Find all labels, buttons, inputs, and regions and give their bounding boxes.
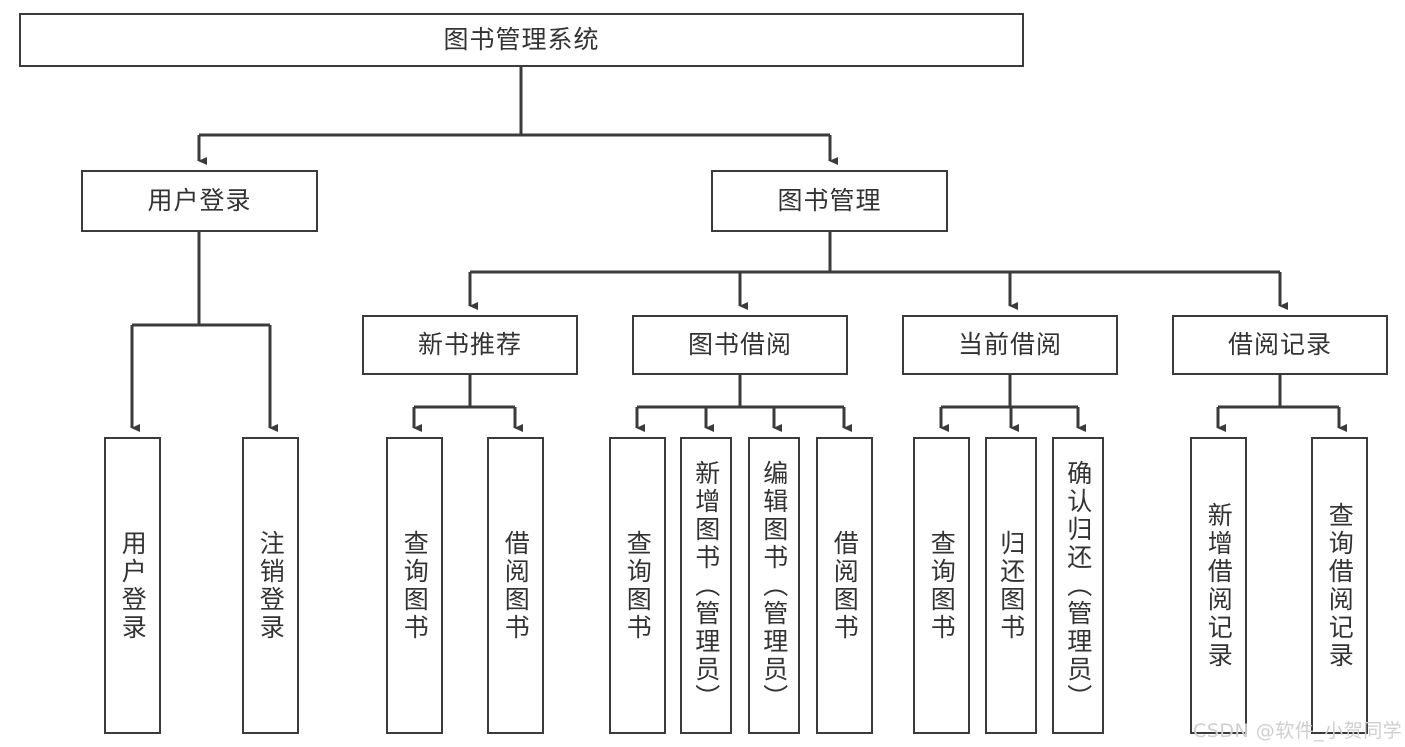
node-leaf-return-book-label: 归还图书	[996, 529, 1026, 642]
csdn-watermark: CSDN @软件_小贺同学	[1193, 720, 1403, 742]
node-borrow-record-label: 借阅记录	[1227, 330, 1332, 360]
node-borrow-record[interactable]: 借阅记录	[1172, 315, 1388, 375]
node-root[interactable]: 图书管理系统	[19, 13, 1024, 67]
node-leaf-edit-book-admin-label: 编辑图书（管理员）	[759, 459, 789, 712]
node-leaf-query-borrow-record-label: 查询借阅记录	[1325, 501, 1355, 670]
node-leaf-query-book-current[interactable]: 查询图书	[913, 437, 970, 734]
node-leaf-query-borrow-record[interactable]: 查询借阅记录	[1311, 437, 1368, 734]
node-leaf-add-book-admin-label: 新增图书（管理员）	[691, 459, 721, 712]
node-leaf-query-book-recommend-label: 查询图书	[400, 529, 430, 642]
node-new-book-recommend-label: 新书推荐	[417, 330, 522, 360]
node-book-borrow-label: 图书借阅	[687, 330, 792, 360]
node-leaf-borrow-book-label: 借阅图书	[830, 529, 860, 642]
node-leaf-query-book-borrow[interactable]: 查询图书	[609, 437, 666, 734]
node-leaf-add-book-admin[interactable]: 新增图书（管理员）	[680, 437, 732, 734]
node-leaf-borrow-book-recommend[interactable]: 借阅图书	[487, 437, 544, 734]
node-new-book-recommend[interactable]: 新书推荐	[362, 315, 578, 375]
node-leaf-logout-login[interactable]: 注销登录	[242, 437, 299, 734]
node-leaf-borrow-book-recommend-label: 借阅图书	[501, 529, 531, 642]
node-leaf-borrow-book[interactable]: 借阅图书	[816, 437, 873, 734]
node-leaf-logout-login-label: 注销登录	[256, 529, 286, 642]
node-root-label: 图书管理系统	[443, 25, 600, 55]
node-leaf-query-book-recommend[interactable]: 查询图书	[386, 437, 443, 734]
node-leaf-query-book-current-label: 查询图书	[927, 529, 957, 642]
node-user-login[interactable]: 用户登录	[81, 170, 318, 232]
node-current-borrow[interactable]: 当前借阅	[902, 315, 1118, 375]
node-leaf-query-book-borrow-label: 查询图书	[623, 529, 653, 642]
node-leaf-add-borrow-record[interactable]: 新增借阅记录	[1190, 437, 1247, 734]
node-user-login-label: 用户登录	[147, 186, 252, 216]
node-leaf-confirm-return-admin[interactable]: 确认归还（管理员）	[1052, 437, 1104, 734]
node-leaf-user-login[interactable]: 用户登录	[104, 437, 161, 734]
node-book-borrow[interactable]: 图书借阅	[632, 315, 848, 375]
node-leaf-user-login-label: 用户登录	[118, 529, 148, 642]
node-leaf-confirm-return-admin-label: 确认归还（管理员）	[1063, 459, 1093, 712]
node-leaf-add-borrow-record-label: 新增借阅记录	[1204, 501, 1234, 670]
node-leaf-return-book[interactable]: 归还图书	[985, 437, 1037, 734]
node-leaf-edit-book-admin[interactable]: 编辑图书（管理员）	[748, 437, 800, 734]
node-book-management-label: 图书管理	[777, 186, 882, 216]
node-current-borrow-label: 当前借阅	[957, 330, 1062, 360]
node-book-management[interactable]: 图书管理	[711, 170, 948, 232]
